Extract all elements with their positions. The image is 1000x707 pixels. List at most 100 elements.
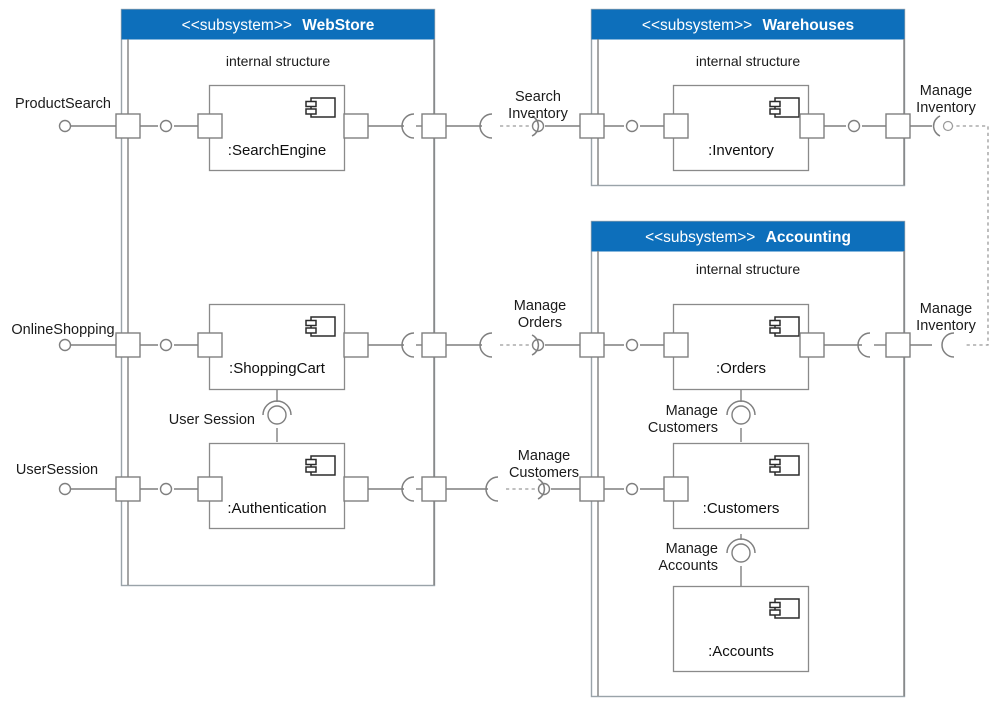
label-manage-customers-mid: Manage Customers <box>509 448 579 481</box>
port-webstore-left-productsearch[interactable] <box>115 113 141 139</box>
ball-webstore-to-searchengine[interactable] <box>159 119 173 133</box>
port-webstore-right-manageorders[interactable] <box>421 332 447 358</box>
component-icon <box>769 455 800 476</box>
component-icon <box>769 97 800 118</box>
component-inventory-label: :Inventory <box>708 142 774 159</box>
port-authentication-left[interactable] <box>197 476 223 502</box>
port-authentication-right[interactable] <box>343 476 369 502</box>
component-shoppingcart[interactable]: :ShoppingCart <box>208 303 346 391</box>
svg-text:Manage: Manage <box>920 301 972 317</box>
svg-text:Orders: Orders <box>518 315 562 331</box>
svg-text:Inventory: Inventory <box>508 106 568 122</box>
port-webstore-left-onlineshopping[interactable] <box>115 332 141 358</box>
label-usersession: UserSession <box>16 462 98 478</box>
port-webstore-right-searchinventory[interactable] <box>421 113 447 139</box>
port-warehouses-left-searchinventory[interactable] <box>579 113 605 139</box>
component-icon <box>305 97 336 118</box>
provided-interface-balls <box>58 119 861 496</box>
ball-accounting-to-customers[interactable] <box>625 482 639 496</box>
socket-accounting-manage-inventory[interactable] <box>941 332 955 358</box>
ball-warehouses-to-inventory[interactable] <box>625 119 639 133</box>
component-accounts[interactable]: :Accounts <box>672 585 810 673</box>
component-orders[interactable]: :Orders <box>672 303 810 391</box>
svg-text:Manage: Manage <box>514 298 566 314</box>
socket-webstore-manage-orders[interactable] <box>479 332 493 358</box>
ball-webstore-to-shoppingcart[interactable] <box>159 338 173 352</box>
lollipop-usersession[interactable] <box>58 482 72 496</box>
socket-shoppingcart-right[interactable] <box>401 332 415 358</box>
component-inventory[interactable]: :Inventory <box>672 84 810 172</box>
label-manage-orders: Manage Orders <box>514 298 566 331</box>
svg-text:Customers: Customers <box>509 465 579 481</box>
port-searchengine-right[interactable] <box>343 113 369 139</box>
label-search-inventory: Search Inventory <box>508 89 568 122</box>
label-onlineshopping: OnlineShopping <box>11 322 114 338</box>
ball-inventory-to-warehouses-right[interactable] <box>847 119 861 133</box>
label-manage-inventory-bottom: Manage Inventory <box>916 301 976 334</box>
label-productsearch: ProductSearch <box>15 96 111 112</box>
port-orders-left[interactable] <box>663 332 689 358</box>
ball-user-session[interactable] <box>267 405 287 425</box>
subsystem-warehouses-stereotype: <<subsystem>> <box>642 17 752 34</box>
port-inventory-right[interactable] <box>799 113 825 139</box>
label-manage-customers-internal: Manage Customers <box>648 403 718 436</box>
ball-manage-inventory-endpoint[interactable] <box>942 120 954 132</box>
component-customers[interactable]: :Customers <box>672 442 810 530</box>
vertical-assembly-connectors <box>262 400 756 563</box>
component-searchengine[interactable]: :SearchEngine <box>208 84 346 172</box>
socket-clasp-manage-customers[interactable] <box>537 478 546 500</box>
port-inventory-left[interactable] <box>663 113 689 139</box>
port-webstore-right-managecustomers[interactable] <box>421 476 447 502</box>
ball-webstore-to-authentication[interactable] <box>159 482 173 496</box>
warehouses-internal-structure-label: internal structure <box>696 53 800 69</box>
socket-clasp-manage-orders[interactable] <box>531 334 540 356</box>
port-warehouses-right-manageinventory[interactable] <box>885 113 911 139</box>
ball-manage-accounts-internal[interactable] <box>731 543 751 563</box>
svg-text:Manage: Manage <box>666 541 718 557</box>
port-webstore-left-usersession[interactable] <box>115 476 141 502</box>
ball-manage-customers-internal[interactable] <box>731 405 751 425</box>
webstore-internal-structure-label: internal structure <box>226 53 330 69</box>
port-accounting-left-managecustomers[interactable] <box>579 476 605 502</box>
svg-text:Search: Search <box>515 89 561 105</box>
port-shoppingcart-right[interactable] <box>343 332 369 358</box>
svg-text:Customers: Customers <box>648 420 718 436</box>
port-accounting-left-manageorders[interactable] <box>579 332 605 358</box>
socket-webstore-manage-customers[interactable] <box>485 476 499 502</box>
socket-manage-accounts-internal[interactable] <box>726 538 756 554</box>
svg-text:Manage: Manage <box>666 403 718 419</box>
label-user-session: User Session <box>169 412 255 428</box>
svg-text:Manage: Manage <box>920 83 972 99</box>
component-icon <box>769 598 800 619</box>
socket-searchengine-right[interactable] <box>401 113 415 139</box>
subsystem-accounting-title: <<subsystem>> Accounting <box>645 229 851 246</box>
lollipop-productsearch[interactable] <box>58 119 72 133</box>
subsystem-accounting-name: Accounting <box>766 229 851 246</box>
lollipop-onlineshopping[interactable] <box>58 338 72 352</box>
dependency-lines <box>500 125 989 490</box>
component-authentication[interactable]: :Authentication <box>208 442 346 530</box>
subsystem-webstore-title: <<subsystem>> WebStore <box>182 17 375 34</box>
ball-accounting-to-orders[interactable] <box>625 338 639 352</box>
port-accounting-right-manageinventory[interactable] <box>885 332 911 358</box>
port-customers-left[interactable] <box>663 476 689 502</box>
socket-warehouses-manage-inventory[interactable] <box>932 115 941 137</box>
component-icon <box>769 316 800 337</box>
port-shoppingcart-left[interactable] <box>197 332 223 358</box>
socket-manage-customers-internal[interactable] <box>726 400 756 416</box>
svg-text:Accounts: Accounts <box>658 558 718 574</box>
dependency-manage-inventory-crossover <box>950 125 989 346</box>
label-manage-accounts-internal: Manage Accounts <box>658 541 718 574</box>
component-customers-label: :Customers <box>703 500 780 517</box>
port-searchengine-left[interactable] <box>197 113 223 139</box>
port-orders-right[interactable] <box>799 332 825 358</box>
socket-authentication-right[interactable] <box>401 476 415 502</box>
component-orders-label: :Orders <box>716 360 766 377</box>
socket-webstore-search-inventory[interactable] <box>479 113 493 139</box>
component-authentication-label: :Authentication <box>227 500 326 517</box>
socket-clasp-search-inventory[interactable] <box>531 115 540 137</box>
socket-user-session[interactable] <box>262 400 292 416</box>
component-accounts-label: :Accounts <box>708 643 774 660</box>
socket-orders-right[interactable] <box>857 332 871 358</box>
